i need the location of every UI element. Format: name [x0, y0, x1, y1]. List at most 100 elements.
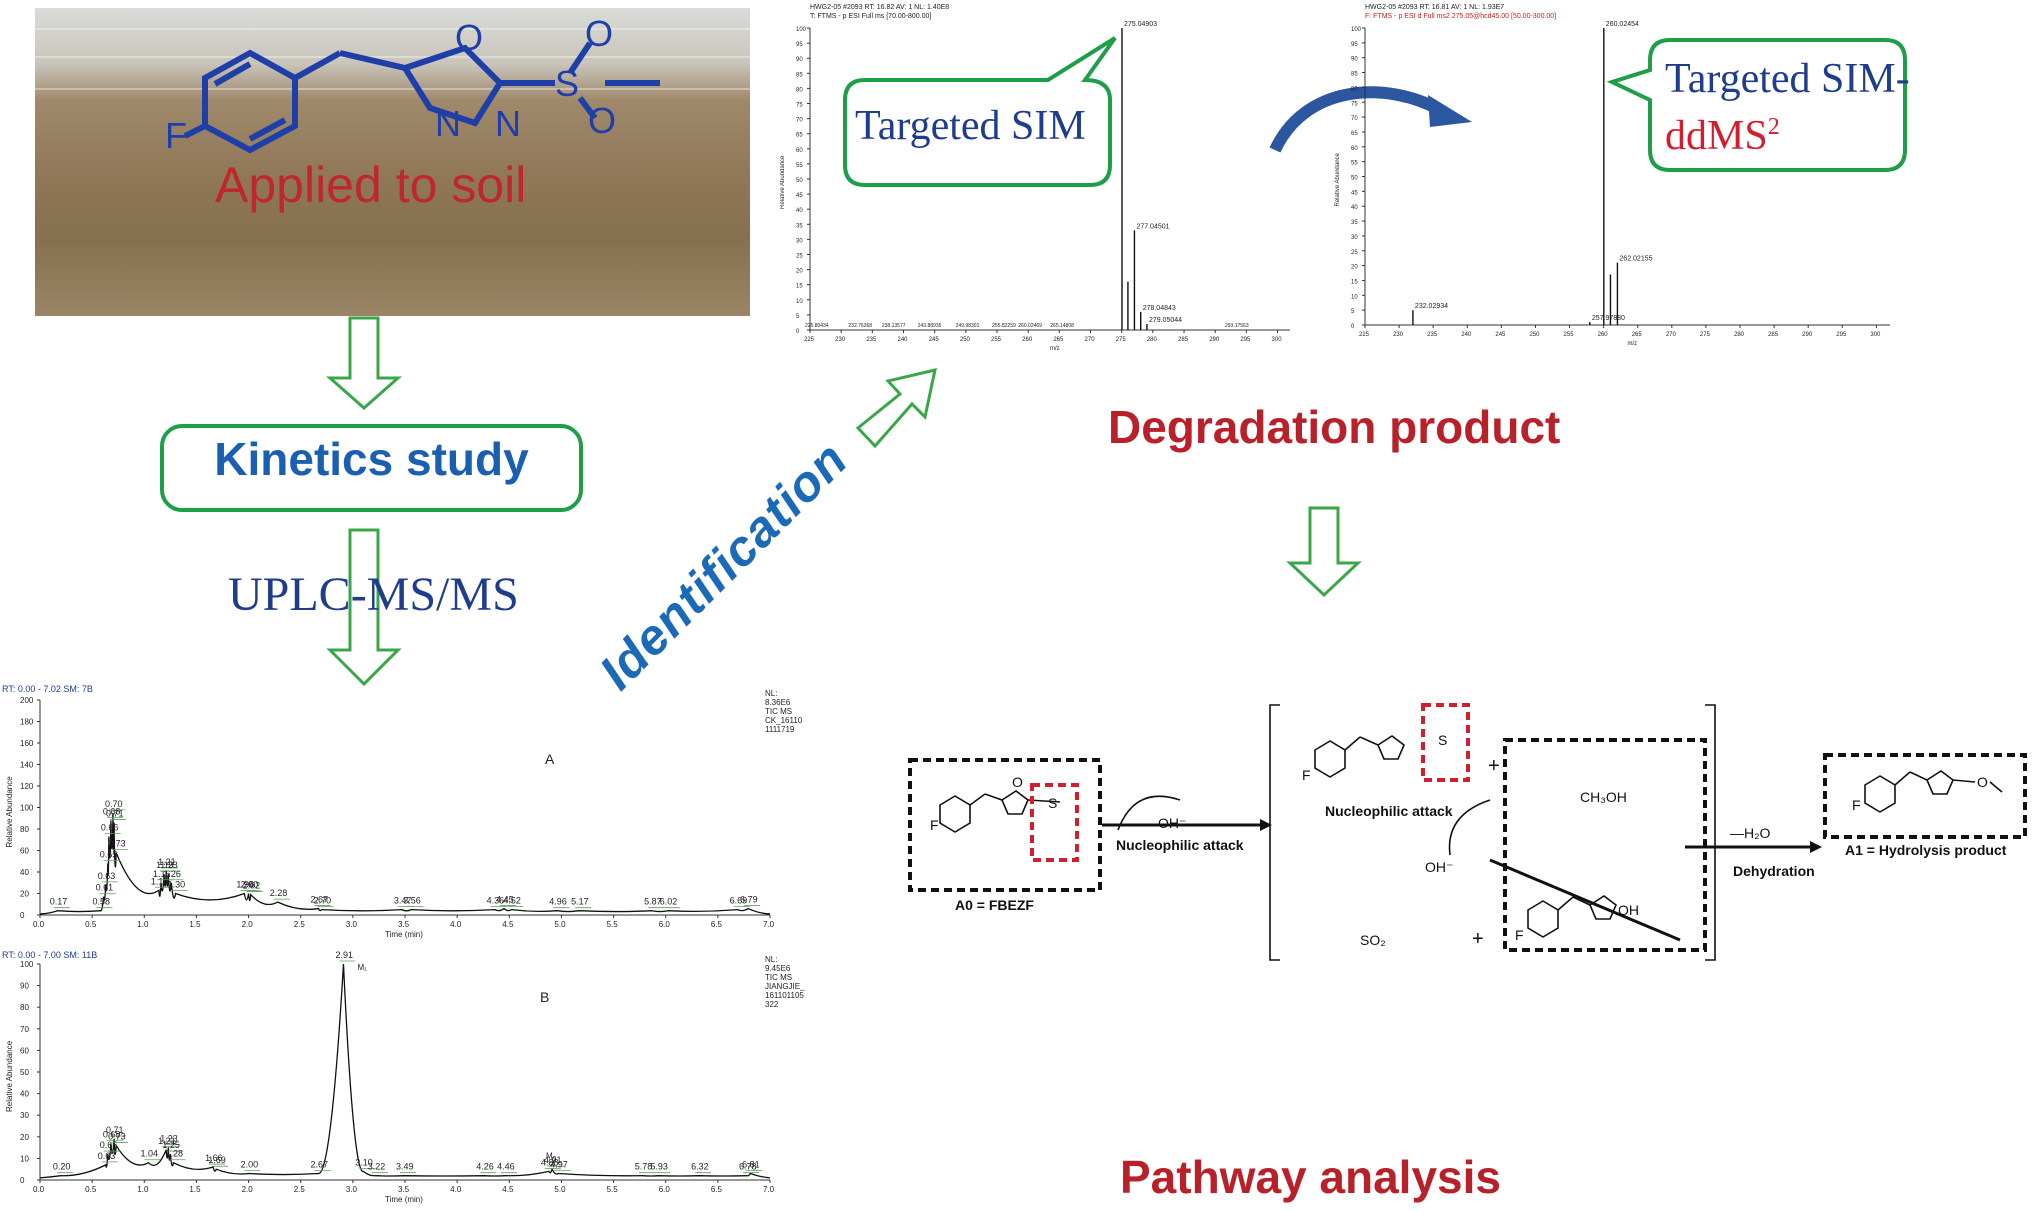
y-tick-label: 5	[796, 314, 800, 320]
a1-fluorine-atom: F	[1852, 797, 1861, 813]
peak-rt-label: 6.79	[740, 895, 758, 905]
peak-rt-label: 2.91	[335, 950, 353, 960]
x-tick-label: 3.5	[398, 920, 410, 929]
y-tick-label: 40	[1351, 205, 1358, 211]
kinetics-study-box	[160, 424, 583, 512]
peak-rt-label: 4.88	[541, 1157, 559, 1167]
peak-rt-label: 4.52	[503, 896, 521, 906]
ms-spectrum-ddms2: HWG2-05 #2093 RT: 16.81 AV: 1 NL: 1.93E7…	[1335, 4, 1890, 347]
y-tick-label: 0	[1351, 324, 1355, 330]
y-tick-label: 75	[796, 103, 803, 109]
peak-rt-label: 1.26	[163, 869, 181, 879]
peak-label: 262.02155	[1619, 256, 1652, 263]
minor-peak-label: 265.14808	[1050, 323, 1074, 329]
y-tick-label: 90	[1351, 57, 1358, 63]
y-tick-label: 0	[20, 911, 25, 920]
x-tick-label: 0.0	[33, 1185, 45, 1194]
chromatogram-info: 8.36E6	[765, 698, 791, 707]
spectrum-subheader: F: FTMS - p ESI d Full ms2 275.05@hcd45.…	[1365, 13, 1556, 20]
y-axis-label: Relative Abundance	[5, 776, 14, 848]
intermediate-oxadiazole-ring	[1376, 735, 1405, 760]
x-tick-label: 240	[898, 337, 909, 343]
y-tick-label: 55	[1351, 161, 1358, 167]
x-tick-label: 3.0	[346, 920, 358, 929]
x-tick-label: 2.5	[294, 920, 306, 929]
peak-rt-label: 0.71	[106, 1125, 124, 1135]
peak-rt-label: 1.04	[140, 1149, 158, 1159]
y-tick-label: 80	[20, 1003, 29, 1012]
y-tick-label: 10	[20, 1154, 29, 1163]
chromatogram-info: JIANGJIE_	[765, 982, 805, 991]
peak-label: 232.02934	[1415, 303, 1448, 310]
y-tick-label: 120	[20, 782, 34, 791]
peak-rt-label: 5.78	[635, 1162, 653, 1172]
hydroxide-ion-label-2: OH⁻	[1425, 859, 1453, 875]
x-tick-label: 260	[1022, 337, 1033, 343]
a0-fluorine-atom: F	[930, 817, 939, 833]
peak-rt-label: 0.17	[50, 897, 68, 907]
y-tick-label: 25	[796, 254, 803, 260]
y-tick-label: 5	[1351, 309, 1355, 315]
elimination-arrow	[1489, 858, 1681, 942]
curved-arrow-head-icon	[1428, 95, 1472, 127]
y-tick-label: 20	[20, 890, 29, 899]
intermediate-fluorine-atom: F	[1302, 767, 1311, 783]
plus-sign-2: +	[1488, 755, 1500, 777]
intermediate-benzene-ring	[1314, 740, 1346, 778]
x-tick-label: 3.0	[346, 1185, 358, 1194]
targeted-sim-text: Targeted SIM	[855, 103, 1086, 149]
peak-rt-label: 0.63	[98, 1151, 116, 1161]
y-tick-label: 30	[1351, 235, 1358, 241]
peak-rt-label: 6.32	[691, 1162, 709, 1172]
x-tick-label: 2.0	[242, 1185, 254, 1194]
y-tick-label: 100	[796, 27, 807, 33]
a0-sulfur-atom: S	[1048, 795, 1057, 811]
y-tick-label: 100	[1351, 27, 1362, 33]
x-tick-label: 6.5	[711, 1185, 723, 1194]
chromatogram-info: 1111719	[765, 725, 795, 734]
targeted-sim-ddms2-line1: Targeted SIM-	[1665, 56, 1910, 102]
a0-benzene-ring	[939, 795, 971, 833]
y-tick-label: 45	[1351, 190, 1358, 196]
attack-arrow-icon	[1448, 799, 1491, 856]
x-tick-label: 295	[1240, 337, 1251, 343]
y-tick-label: 50	[796, 178, 803, 184]
chromatogram-trace	[39, 963, 771, 1179]
peak-rt-label: 1.30	[168, 880, 186, 890]
minor-peak-label: 255.82259	[992, 323, 1016, 329]
peak-rt-label: 3.47	[394, 896, 412, 906]
ddms-text: ddMS	[1665, 113, 1768, 159]
x-tick-label: 5.0	[554, 1185, 566, 1194]
y-tick-label: 40	[20, 1090, 29, 1099]
y-tick-label: 20	[1351, 265, 1358, 271]
peak-rt-label: 2.02	[243, 881, 261, 891]
chromatogram-info: TIC MS	[765, 973, 792, 982]
down-arrow-icon	[1286, 506, 1362, 598]
peak-rt-label: 3.22	[368, 1162, 386, 1172]
a0-oxygen-atom: O	[1012, 774, 1023, 790]
chromatogram-tag: B	[540, 989, 549, 1005]
ms-spectrum-full-scan: HWG2-05 #2093 RT: 16.82 AV: 1 NL: 1.40E8…	[780, 4, 1290, 352]
peak-rt-label: 6.69	[730, 896, 748, 906]
dehydration-label: Dehydration	[1733, 863, 1815, 879]
x-tick-label: 1.5	[189, 1185, 201, 1194]
peak-rt-label: 0.63	[98, 871, 116, 881]
y-tick-label: 160	[20, 739, 34, 748]
y-tick-label: 90	[796, 57, 803, 63]
y-tick-label: 40	[796, 208, 803, 214]
targeted-sim-bubble	[843, 36, 1117, 187]
peak-rt-label: 1.23	[160, 860, 178, 870]
x-tick-label: 245	[1495, 332, 1506, 338]
peak-rt-label: 0.73	[108, 1131, 126, 1141]
arrow-head-icon	[1810, 841, 1822, 853]
nitrogen-atom: N	[435, 103, 461, 144]
a0-compound-label: A0 = FBEZF	[955, 897, 1034, 913]
minor-peak-label: 232.76368	[848, 323, 872, 329]
uplc-msms-label: UPLC-MS/MS	[228, 568, 519, 621]
x-tick-label: 290	[1209, 337, 1220, 343]
spectrum-header: HWG2-05 #2093 RT: 16.82 AV: 1 NL: 1.40E8	[810, 4, 949, 11]
peak-label: 275.04903	[1124, 21, 1157, 28]
peak-label: 277.04501	[1136, 223, 1169, 230]
peak-rt-label: 0.61	[96, 883, 114, 893]
chromatogram-header: RT: 0.00 - 7.02 SM: 7B	[2, 684, 93, 694]
